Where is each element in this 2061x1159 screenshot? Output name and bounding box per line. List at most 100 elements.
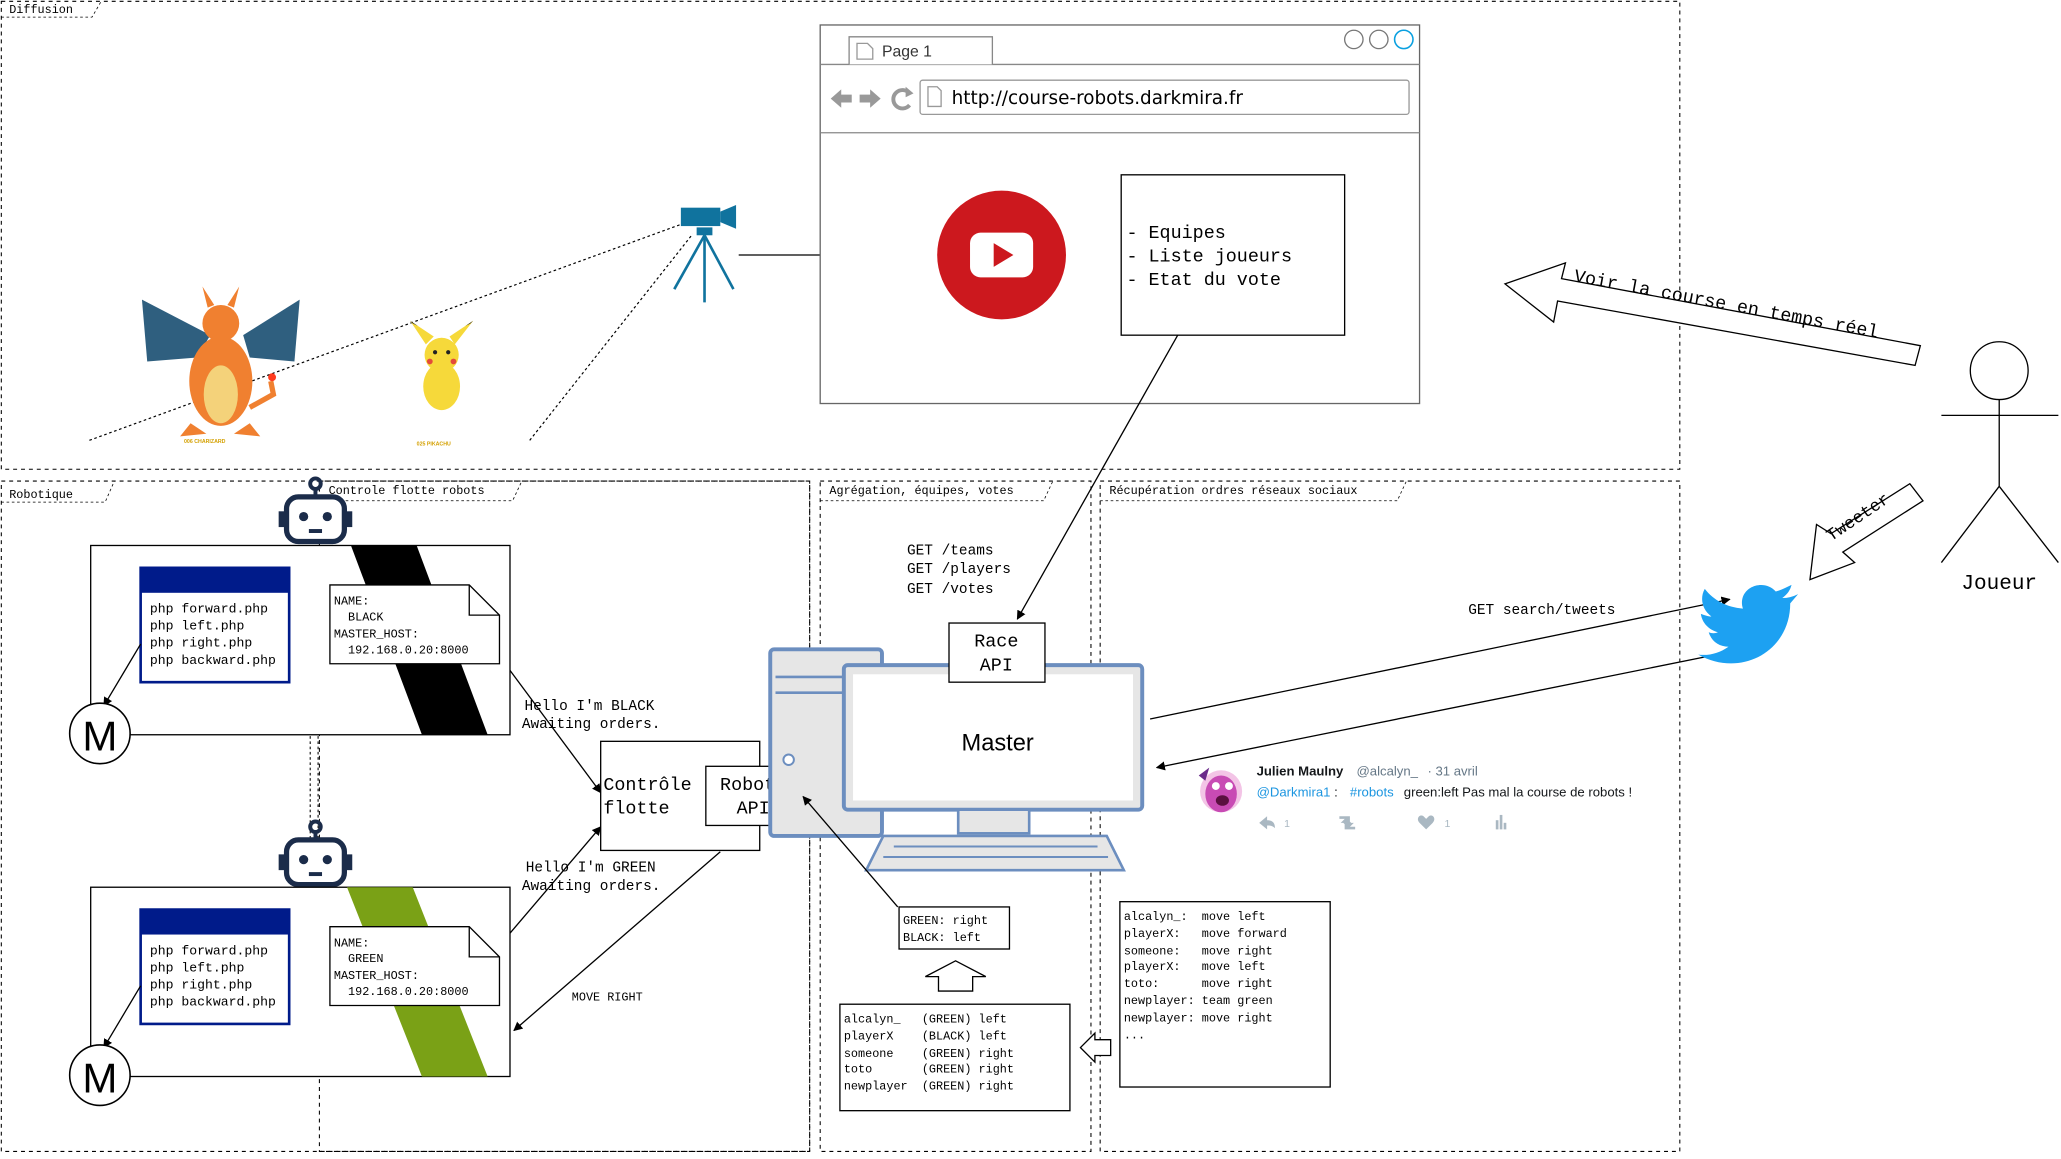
retweet-icon[interactable] — [1339, 816, 1356, 830]
vote-result-box: GREEN: right BLACK: left — [898, 906, 1011, 950]
config-note: NAME: GREEN MASTER_HOST: 192.168.0.20:80… — [329, 926, 501, 1007]
config-line: BLACK — [334, 610, 385, 624]
robot-card-green: php forward.php php left.php php right.p… — [90, 886, 511, 1078]
orders-box: alcalyn_: move left playerX: move forwar… — [1119, 901, 1331, 1088]
page-icon — [856, 42, 874, 60]
vote-row: newplayer (GREEN) right — [844, 1080, 1014, 1094]
endpoint-label: GET /teams — [907, 544, 994, 560]
address-bar[interactable]: http://course-robots.darkmira.fr — [919, 79, 1410, 116]
config-line: NAME: — [334, 595, 369, 609]
browser-tab[interactable]: Page 1 — [848, 36, 994, 65]
command-panel: php forward.php php left.php php right.p… — [139, 908, 291, 1026]
order-row: alcalyn_: move left — [1124, 910, 1266, 924]
tweet-arrow: Tweeter — [1809, 482, 1924, 581]
avatar — [1198, 767, 1243, 813]
move-command-label: MOVE RIGHT — [572, 990, 643, 1004]
config-line: 192.168.0.20:8000 — [334, 985, 469, 999]
vote-row: playerX (BLACK) left — [844, 1030, 1007, 1044]
motor-label: M — [82, 713, 117, 760]
motor-label: M — [82, 1054, 117, 1101]
config-line: 192.168.0.20:8000 — [334, 643, 469, 657]
tweet-handle[interactable]: @alcalyn_ — [1356, 764, 1418, 779]
pikachu-icon: 025 PIKACHU — [410, 320, 474, 448]
reload-icon[interactable] — [891, 86, 914, 111]
reply-icon[interactable] — [1259, 816, 1275, 830]
hello-message-line: Hello I'm GREEN — [526, 860, 656, 876]
votes-table-box: alcalyn_ (GREEN) left playerX (BLACK) le… — [839, 1003, 1071, 1112]
tweet-mention[interactable]: @Darkmira1 — [1257, 785, 1331, 800]
twitter-bird-icon — [1698, 584, 1799, 664]
robot-card-black: php forward.php php left.php php right.p… — [90, 544, 511, 736]
charizard-caption: 006 CHARIZARD — [184, 439, 226, 445]
command-line: php left.php — [150, 619, 245, 634]
robot-head-icon — [278, 819, 353, 888]
frame-aggregation-label: Agrégation, équipes, votes — [829, 484, 1013, 498]
left-arrow-icon — [1079, 1031, 1112, 1064]
pikachu-caption: 025 PIKACHU — [417, 442, 451, 448]
command-line: php backward.php — [150, 653, 276, 668]
hello-message-line: Hello I'm BLACK — [524, 699, 654, 715]
panel-to-race-api-arrow — [1016, 334, 1179, 620]
command-line: php left.php — [150, 960, 245, 975]
maximize-button — [1368, 29, 1389, 50]
joueur-actor: Joueur — [1940, 341, 2059, 596]
robot-head-icon — [278, 476, 353, 545]
hello-message-line: Awaiting orders. — [522, 879, 661, 895]
frame-recuperation-label: Récupération ordres réseaux sociaux — [1109, 484, 1357, 498]
browser-window: Page 1 http://course-robots.darkmira.fr — [819, 24, 1421, 405]
frame-diffusion: Diffusion — [0, 0, 1681, 470]
analytics-icon[interactable] — [1495, 814, 1507, 830]
info-line-1: - Equipes — [1126, 223, 1225, 244]
hello-message-line: Awaiting orders. — [522, 717, 661, 733]
order-row: playerX: move left — [1124, 960, 1266, 974]
watch-arrow: Voir la course en temps réel — [1503, 261, 1922, 367]
command-line: php forward.php — [150, 943, 268, 958]
browser-tab-label: Page 1 — [882, 44, 932, 61]
command-line: php right.php — [150, 636, 252, 651]
controle-line: Contrôle — [603, 775, 691, 796]
command-line: php backward.php — [150, 995, 276, 1010]
tweet-author[interactable]: Julien Maulny — [1257, 764, 1344, 779]
config-line: GREEN — [334, 952, 384, 966]
command-panel: php forward.php php left.php php right.p… — [139, 566, 291, 684]
info-line-2: - Liste joueurs — [1126, 247, 1292, 268]
tweet-date[interactable]: · 31 avril — [1427, 764, 1477, 779]
svg-text::: : — [1334, 785, 1338, 800]
robots-api-line: API — [737, 799, 770, 820]
vote-row: alcalyn_ (GREEN) left — [844, 1013, 1007, 1027]
master-label: Master — [962, 731, 1034, 757]
camera-sight-lines — [89, 222, 694, 441]
camera-icon — [673, 205, 737, 303]
like-icon[interactable] — [1417, 815, 1435, 830]
joueur-label: Joueur — [1961, 572, 2037, 596]
like-count: 1 — [1445, 818, 1451, 830]
order-row: newplayer: move right — [1124, 1011, 1273, 1025]
tweet-text: green:left Pas mal la course de robots ! — [1404, 785, 1632, 800]
order-row: someone: move right — [1124, 944, 1273, 958]
order-row: ... — [1124, 1028, 1145, 1042]
youtube-icon[interactable] — [937, 190, 1066, 320]
close-button — [1393, 29, 1414, 50]
config-line: MASTER_HOST: — [334, 969, 419, 983]
result-line: BLACK: left — [903, 931, 981, 945]
minimize-button — [1343, 29, 1364, 50]
reply-count: 1 — [1284, 818, 1290, 830]
tweet-hashtag[interactable]: #robots — [1350, 785, 1394, 800]
race-api-line: API — [980, 655, 1013, 676]
charizard-icon: 006 CHARIZARD — [141, 286, 300, 445]
config-line: NAME: — [334, 936, 369, 950]
site-info-panel: - Equipes - Liste joueurs - Etat du vote — [1120, 174, 1346, 336]
race-api-line: Race — [974, 632, 1018, 653]
search-tweets-label: GET search/tweets — [1468, 603, 1615, 619]
order-row: toto: move right — [1124, 977, 1273, 991]
endpoint-label: GET /votes — [907, 582, 994, 598]
controle-flotte-box: Contrôle flotte — [600, 740, 761, 852]
vote-row: toto (GREEN) right — [844, 1063, 1014, 1077]
window-buttons[interactable] — [1343, 29, 1414, 50]
frame-robotique-label: Robotique — [9, 488, 73, 502]
frame-diffusion-label: Diffusion — [9, 3, 73, 17]
order-row: playerX: move forward — [1124, 927, 1287, 941]
result-line: GREEN: right — [903, 914, 988, 928]
tweet-card: Julien Maulny @alcalyn_ · 31 avril @Dark… — [1198, 764, 1632, 830]
